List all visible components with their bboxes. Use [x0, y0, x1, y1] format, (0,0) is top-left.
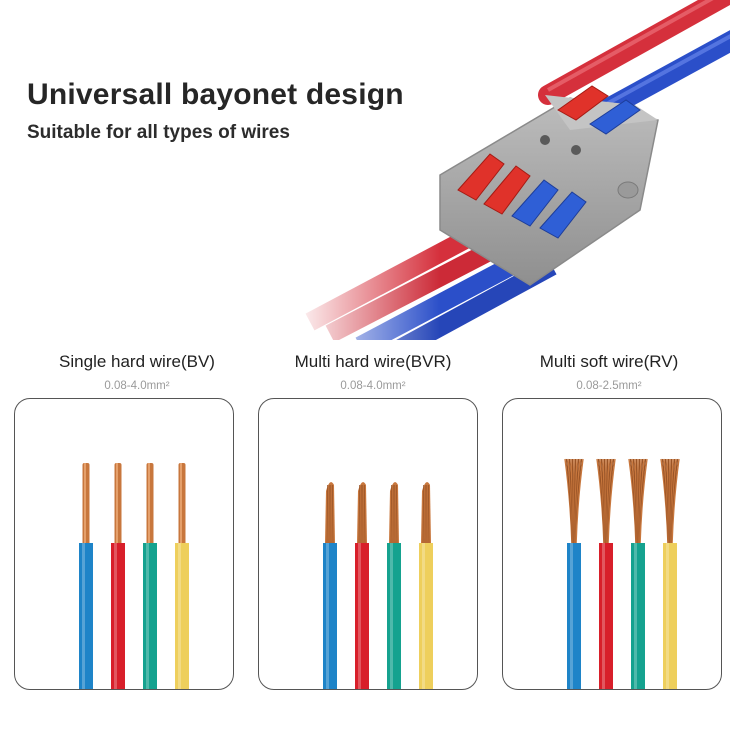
wire-connector-illustration — [290, 0, 730, 340]
wire — [596, 458, 616, 689]
subheadline: Suitable for all types of wires — [27, 122, 290, 143]
lever-red-1 — [457, 153, 505, 201]
wire-illustration — [79, 463, 189, 689]
wire-card-multi-soft — [502, 398, 722, 690]
wire — [628, 458, 648, 689]
wire-card-single-hard — [14, 398, 234, 690]
wire-illustration — [323, 482, 433, 689]
wire-type-title: Multi soft wire(RV) — [539, 352, 679, 371]
lever-blue-1 — [511, 179, 559, 227]
wire — [323, 482, 337, 689]
wire — [79, 463, 93, 689]
cable-red-top — [538, 0, 730, 105]
wire-illustration — [564, 458, 680, 689]
wire — [143, 463, 157, 689]
wire-type-title: Single hard wire(BV) — [59, 352, 215, 371]
lever-red-top — [557, 85, 609, 121]
wire-card-multi-hard — [258, 398, 478, 690]
wire — [419, 482, 433, 689]
wire-type-spec: 0.08-4.0mm² — [104, 380, 170, 392]
wire — [387, 482, 401, 689]
wire — [175, 463, 189, 689]
wire — [355, 482, 369, 689]
headline: Universall bayonet design — [27, 78, 404, 111]
wire — [660, 458, 680, 689]
wire-type-rv: Multi soft wire(RV) 0.08-2.5mm² — [494, 352, 724, 392]
wire-type-spec: 0.08-2.5mm² — [576, 380, 642, 392]
lever-red-2 — [483, 165, 531, 215]
lever-blue-top — [589, 99, 641, 135]
wire — [564, 458, 584, 689]
wire-type-title: Multi hard wire(BVR) — [294, 352, 452, 371]
wire-type-spec: 0.08-4.0mm² — [340, 380, 406, 392]
wire — [111, 463, 125, 689]
lever-blue-2 — [539, 191, 587, 239]
wire-type-bvr: Multi hard wire(BVR) 0.08-4.0mm² — [258, 352, 488, 392]
wire-type-bv: Single hard wire(BV) 0.08-4.0mm² — [22, 352, 252, 392]
